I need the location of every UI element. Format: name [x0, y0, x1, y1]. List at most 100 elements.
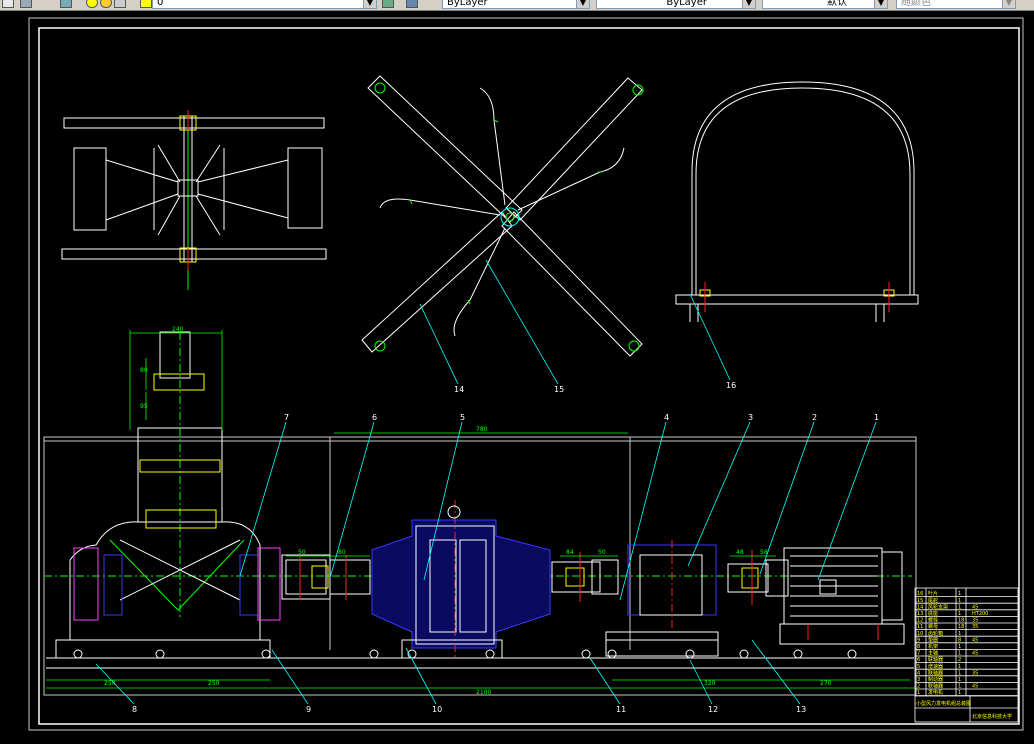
part-name: 叶片	[928, 590, 938, 597]
part-name: 增速器	[928, 663, 943, 670]
chevron-down-icon[interactable]: ▼	[363, 0, 376, 8]
balloon-5: 5	[460, 413, 465, 422]
part-quantity: 8	[958, 637, 961, 643]
balloon-7: 7	[284, 413, 289, 422]
color-swatch-icon[interactable]	[140, 0, 152, 8]
part-quantity: 1	[958, 670, 961, 676]
part-quantity: 1	[958, 611, 961, 617]
balloon-9: 9	[306, 705, 311, 714]
wheel-front-view	[361, 75, 644, 357]
toolbar-edge-icon[interactable]	[2, 0, 14, 8]
drawing-title: 小型风力发电机组总装图	[916, 700, 971, 707]
part-number: 8	[917, 644, 920, 650]
part-name: 螺栓	[928, 617, 938, 624]
layer-state-icon[interactable]	[60, 0, 72, 8]
part-number: 3	[917, 677, 920, 683]
part-number: 6	[917, 657, 920, 663]
part-balloons: 1 2 3 4 5 6 7 8 9 10 11 12 13 14 15 16	[132, 381, 879, 714]
part-quantity: 1	[958, 651, 961, 657]
part-quantity: 1	[958, 664, 961, 670]
layer-select[interactable]: 0 ▼	[152, 0, 377, 9]
dim-780: 780	[476, 426, 488, 433]
dim-250b: 250	[208, 680, 220, 687]
part-name: 风轮支架	[928, 603, 948, 610]
plotstyle-select[interactable]: 随颜色 ▼	[896, 0, 1016, 9]
part-material: HT200	[972, 611, 988, 617]
part-quantity: 18	[958, 624, 964, 630]
part-name: 尾舵	[928, 597, 938, 604]
balloon-16: 16	[726, 381, 736, 390]
wheel-top-view	[61, 110, 327, 290]
lock-icon[interactable]	[114, 0, 126, 8]
part-quantity: 1	[958, 591, 961, 597]
lineweight-select-value: 默认	[827, 0, 847, 8]
drawing-svg[interactable]: 240 780 250 250 2100 320 270 50 80 84 50…	[0, 11, 1034, 740]
brake-assembly	[605, 540, 719, 657]
dim-48: 48	[736, 549, 744, 556]
part-material: 35	[972, 618, 978, 624]
part-number: 14	[917, 604, 923, 610]
layer-manager-icon[interactable]	[20, 0, 32, 8]
color-select[interactable]: ByLayer ▼	[442, 0, 590, 9]
balloon-3: 3	[748, 413, 753, 422]
part-number: 9	[917, 637, 920, 643]
layer-previous-icon[interactable]	[406, 0, 418, 8]
dim-270: 270	[820, 680, 832, 687]
part-material: 45	[972, 684, 978, 690]
part-name: 垫圈	[928, 636, 938, 643]
sun-icon[interactable]	[100, 0, 112, 8]
school-name: 北京信息科技大学	[972, 713, 1012, 720]
drawing-canvas[interactable]: 240 780 250 250 2100 320 270 50 80 84 50…	[0, 11, 1034, 740]
part-name: 螺母	[928, 623, 938, 630]
part-quantity: 2	[958, 657, 961, 663]
layer-match-icon[interactable]	[382, 0, 394, 8]
linetype-select-value: ByLayer	[666, 0, 707, 8]
part-number: 13	[917, 611, 923, 617]
part-name: 底座	[928, 610, 938, 617]
part-number: 12	[917, 618, 923, 624]
part-quantity: 1	[958, 598, 961, 604]
chevron-down-icon[interactable]: ▼	[576, 0, 589, 8]
layer-select-value: 0	[157, 0, 164, 8]
part-material: 35	[972, 624, 978, 630]
part-number: 2	[917, 684, 920, 690]
balloon-1: 1	[874, 413, 879, 422]
dim-95v: 95	[140, 403, 148, 410]
chevron-down-icon[interactable]: ▼	[874, 0, 887, 8]
dim-250a: 250	[104, 680, 116, 687]
linetype-select[interactable]: ByLayer ▼	[596, 0, 756, 9]
balloon-15: 15	[554, 385, 564, 394]
balloon-8: 8	[132, 705, 137, 714]
part-quantity: 1	[958, 604, 961, 610]
title-block	[914, 587, 1019, 723]
title-block-grid	[915, 596, 1018, 696]
coupling-right	[727, 550, 789, 605]
lineweight-select[interactable]: 默认 ▼	[762, 0, 888, 9]
anchor-bolts	[73, 649, 857, 659]
dim-80: 80	[338, 549, 346, 556]
dimension-texts: 240 780 250 250 2100 320 270 50 80 84 50…	[104, 326, 832, 696]
leader-lines	[95, 259, 877, 705]
part-number: 5	[917, 664, 920, 670]
part-name: 主轴	[928, 650, 938, 657]
balloon-2: 2	[812, 413, 817, 422]
part-name: 机架	[928, 643, 938, 650]
balloon-14: 14	[454, 385, 464, 394]
dim-80v: 80	[140, 367, 148, 374]
tail-arch-view	[675, 81, 919, 322]
balloon-12: 12	[708, 705, 718, 714]
balloon-6: 6	[372, 413, 377, 422]
part-number: 11	[917, 624, 923, 630]
part-number: 10	[917, 631, 923, 637]
balloon-4: 4	[664, 413, 669, 422]
part-number: 1	[917, 690, 920, 696]
color-select-value: ByLayer	[447, 0, 488, 8]
part-name: 联轴器	[928, 656, 943, 663]
chevron-down-icon[interactable]: ▼	[742, 0, 755, 8]
part-number: 4	[917, 670, 920, 676]
lightbulb-icon[interactable]	[86, 0, 98, 8]
chevron-down-icon[interactable]: ▼	[1002, 0, 1015, 8]
part-quantity: 1	[958, 690, 961, 696]
